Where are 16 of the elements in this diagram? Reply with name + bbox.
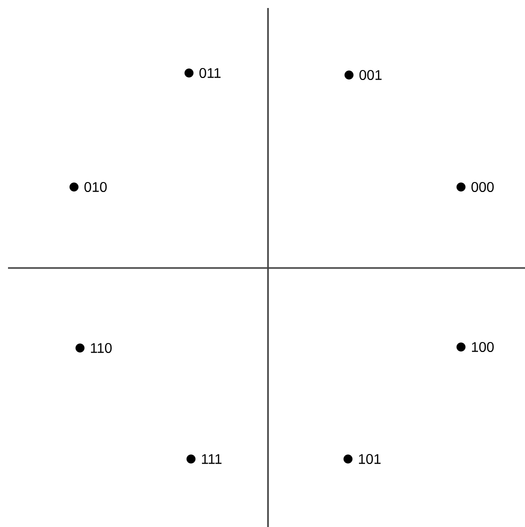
point-dot (184, 68, 194, 78)
point-label: 011 (199, 68, 221, 78)
point-label: 101 (358, 454, 381, 464)
point-dot (344, 70, 354, 80)
point-dot (76, 344, 84, 352)
point-label: 111 (202, 454, 222, 464)
point-dot (456, 182, 466, 192)
point-dot (344, 454, 352, 464)
point-label: 001 (359, 70, 382, 80)
point-dot (186, 454, 196, 464)
point-label: 100 (472, 342, 494, 352)
point-label: 000 (471, 182, 494, 192)
point-dot (70, 182, 78, 192)
point-label: 110 (90, 343, 112, 353)
point-dot (456, 342, 466, 352)
point-label: 010 (84, 182, 107, 192)
